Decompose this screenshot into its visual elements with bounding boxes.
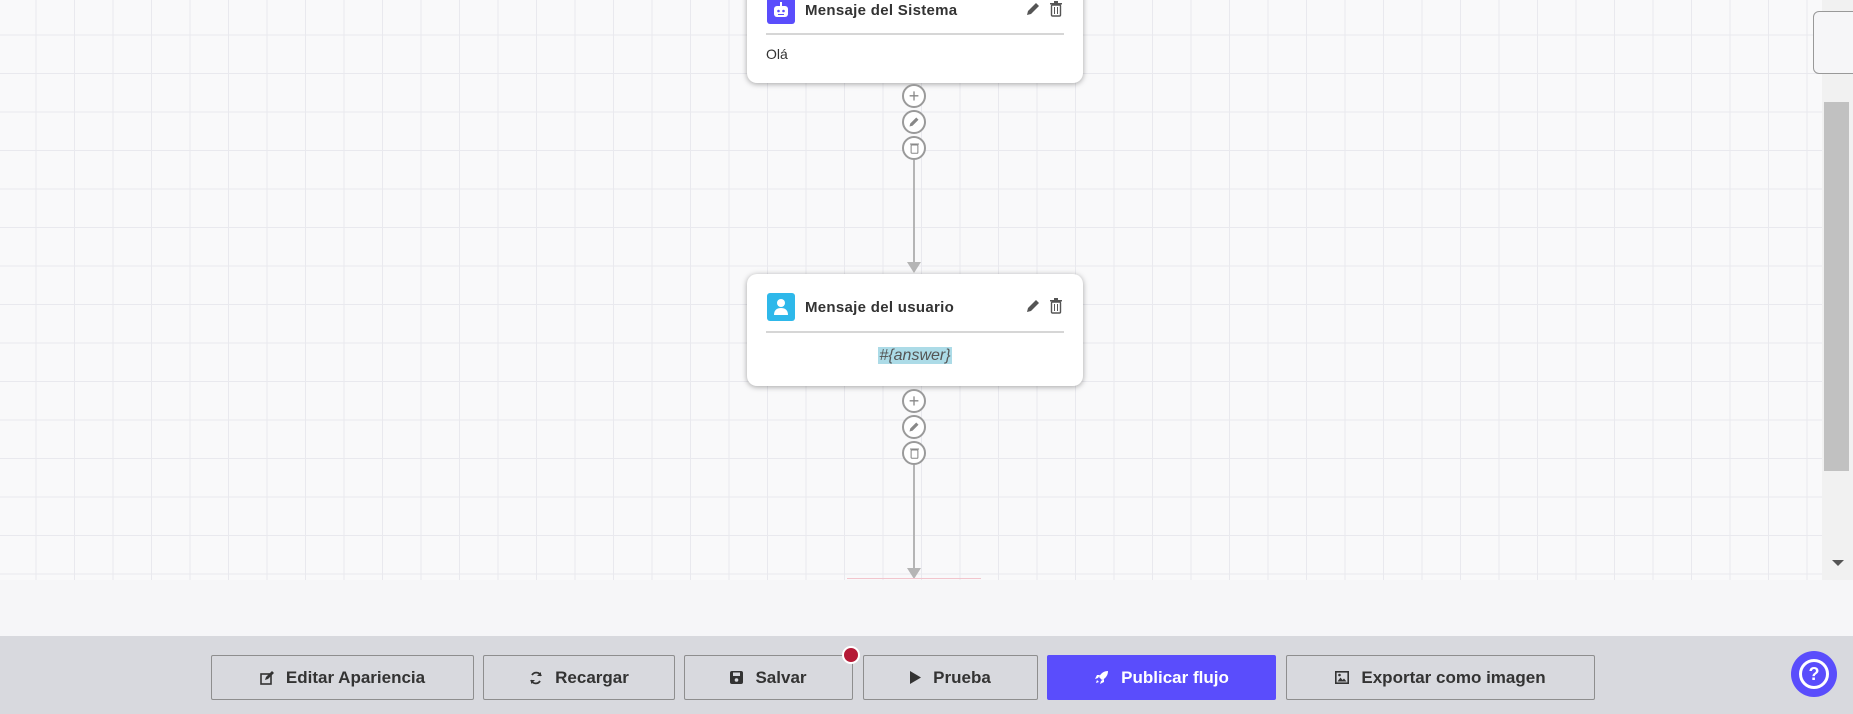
help-button[interactable]: ? — [1791, 651, 1837, 697]
button-label: Editar Apariencia — [285, 667, 426, 687]
question-icon: ? — [1799, 659, 1829, 689]
play-icon — [910, 671, 922, 684]
pencil-icon — [909, 422, 919, 432]
trash-icon — [909, 143, 919, 154]
edit-connection-button[interactable] — [902, 415, 926, 439]
image-icon — [1335, 671, 1350, 684]
button-label: Recargar — [555, 667, 629, 687]
pencil-icon[interactable] — [1025, 1, 1041, 22]
export-image-button[interactable]: Exportar como imagen — [1286, 655, 1595, 700]
node-title: Mensaje del Sistema — [805, 2, 958, 19]
next-node-edge — [847, 578, 981, 580]
node-divider — [766, 33, 1064, 35]
trash-icon[interactable] — [1049, 298, 1063, 319]
node-title: Mensaje del usuario — [805, 299, 955, 316]
trash-icon — [909, 448, 919, 459]
pencil-icon[interactable] — [1025, 298, 1041, 319]
plus-icon: + — [908, 86, 920, 106]
delete-connection-button[interactable] — [902, 441, 926, 465]
pencil-icon — [909, 117, 919, 127]
connector-arrow — [907, 568, 921, 579]
plus-icon: + — [908, 391, 920, 411]
user-message-node[interactable]: Mensaje del usuario #{answer} — [747, 274, 1083, 386]
node-divider — [766, 331, 1064, 333]
bottom-toolbar: Editar Apariencia Recargar Salvar Prueba… — [0, 636, 1853, 714]
minimap-panel[interactable] — [1813, 11, 1853, 74]
scrollbar-thumb[interactable] — [1824, 102, 1849, 471]
save-button[interactable]: Salvar — [684, 655, 853, 700]
unsaved-changes-dot — [842, 646, 860, 664]
flow-canvas[interactable]: Mensaje del Sistema Olá + Mensaje del us… — [0, 0, 1822, 580]
trash-icon[interactable] — [1049, 1, 1063, 22]
button-label: Prueba — [933, 667, 991, 687]
reload-button[interactable]: Recargar — [483, 655, 675, 700]
node-content: Olá — [766, 46, 788, 62]
system-message-node[interactable]: Mensaje del Sistema Olá — [747, 0, 1083, 83]
user-icon — [767, 293, 795, 321]
save-icon — [730, 671, 744, 684]
add-node-button[interactable]: + — [902, 389, 926, 413]
edit-appearance-button[interactable]: Editar Apariencia — [211, 655, 474, 700]
add-node-button[interactable]: + — [902, 84, 926, 108]
publish-flow-button[interactable]: Publicar flujo — [1047, 655, 1276, 700]
refresh-icon — [530, 671, 542, 684]
scroll-down-arrow[interactable] — [1832, 560, 1844, 566]
connector-line — [913, 160, 915, 264]
test-button[interactable]: Prueba — [863, 655, 1038, 700]
edit-icon — [260, 670, 274, 685]
delete-connection-button[interactable] — [902, 136, 926, 160]
connector-arrow — [907, 262, 921, 273]
button-label: Exportar como imagen — [1361, 667, 1546, 687]
vertical-scrollbar[interactable] — [1822, 0, 1853, 580]
rocket-icon — [1095, 671, 1109, 684]
button-label: Publicar flujo — [1121, 667, 1229, 687]
edit-connection-button[interactable] — [902, 110, 926, 134]
button-label: Salvar — [755, 667, 807, 687]
robot-icon — [767, 0, 795, 24]
node-content: #{answer} — [878, 347, 952, 364]
connector-line — [913, 465, 915, 570]
